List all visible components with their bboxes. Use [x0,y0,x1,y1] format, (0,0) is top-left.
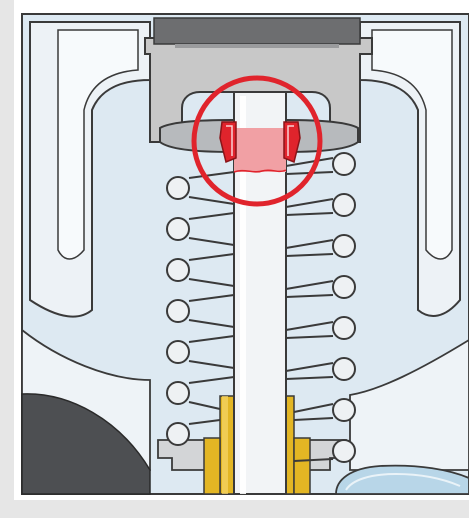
spring-coil-right [332,193,356,217]
valve-guide-highlight [222,396,228,494]
valve-spring-wire [188,157,334,462]
cylinder-head-right-inner [371,29,453,260]
spring-coil-left [166,258,190,282]
spring-coil-left [166,340,190,364]
spring-coil-left [166,422,190,446]
highlight-circle [191,75,323,207]
water-jacket [335,464,469,495]
keeper-groove-fill [234,128,286,172]
bottom-frame-strip [0,500,469,518]
spring-coil-right [332,357,356,381]
valve-guide-flange-right [293,437,311,495]
spring-coil-left [166,217,190,241]
valve-stem-shine [240,96,246,494]
left-frame-strip [0,0,14,518]
water-jacket-shine [345,472,461,491]
casting-dark-left [21,393,151,495]
keeper-left-shine [226,125,233,156]
valve-spring-right [332,152,356,463]
spring-coil-left [166,299,190,323]
camshaft-shim [153,17,361,45]
spring-coil-right [332,275,356,299]
spring-coil-right [332,398,356,422]
keeper-right-shine [287,125,294,156]
spring-coil-right [332,152,356,176]
spring-coil-right [332,316,356,340]
spring-coil-left [166,176,190,200]
diagram-panel [21,13,469,495]
spring-coil-right [332,439,356,463]
spring-coil-right [332,234,356,258]
valve-guide-flange-left [203,437,221,495]
valve-keepers [219,121,301,173]
spring-coil-left [166,381,190,405]
cylinder-head-left-inner [57,29,139,260]
shim-edge [175,44,339,48]
keeper-groove-edge [233,169,287,173]
valve-spring-left [166,176,190,446]
